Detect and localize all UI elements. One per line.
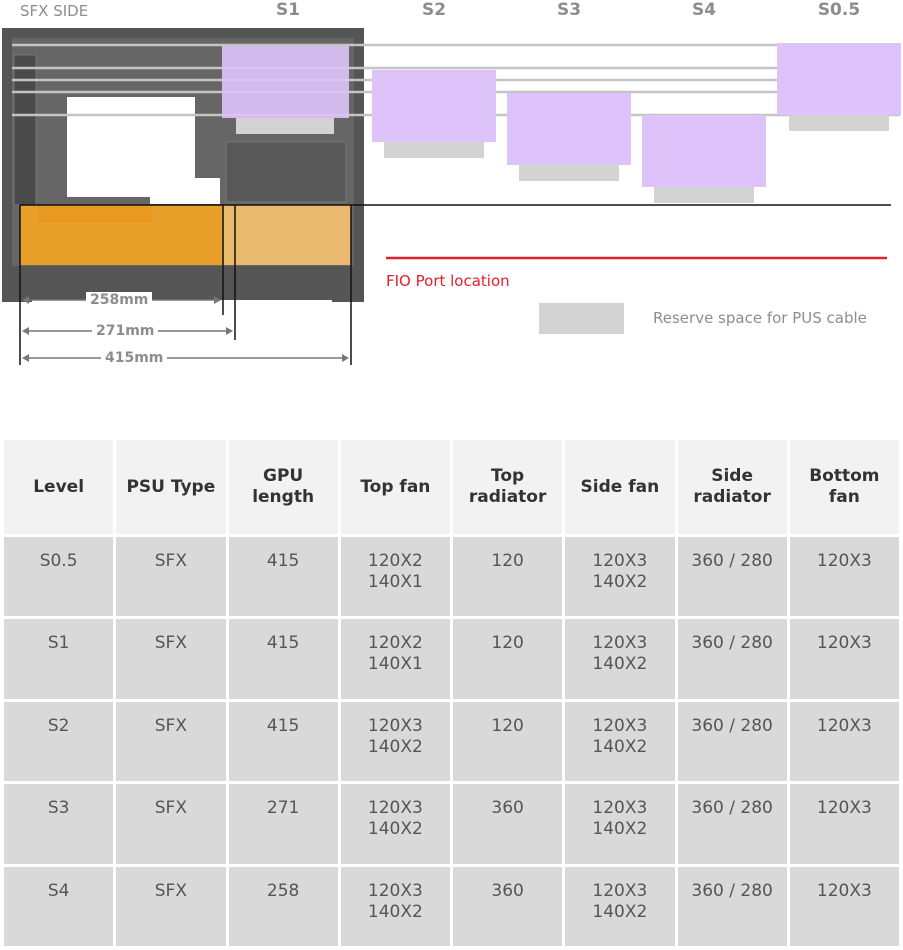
cell-level: S1 (4, 619, 114, 699)
cell-top-radiator: 120 (453, 701, 563, 782)
cell-top-radiator: 360 (453, 784, 563, 864)
reserve-s1 (236, 118, 334, 134)
cell-side-radiator: 360 / 280 (677, 784, 787, 864)
cell-bottom-fan: 120X3 (789, 701, 899, 782)
arrow-head (342, 354, 349, 362)
arrow-head (214, 296, 221, 304)
cell-top-radiator: 120 (453, 619, 563, 699)
radiator-s4 (642, 115, 766, 187)
case-vent (13, 54, 37, 206)
header-top-fan: Top fan (340, 440, 450, 534)
cell-gpu-length: 415 (228, 537, 338, 617)
cell-side-radiator: 360 / 280 (677, 619, 787, 699)
cell-top-radiator: 360 (453, 866, 563, 946)
level-header-s2: S2 (421, 0, 447, 20)
cell-gpu-length: 415 (228, 619, 338, 699)
radiator-s05 (777, 43, 901, 115)
reserve-s2 (384, 142, 484, 158)
cell-bottom-fan: 120X3 (789, 784, 899, 864)
case-foot (2, 266, 32, 302)
cell-gpu-length: 258 (228, 866, 338, 946)
case-foot (332, 266, 364, 302)
radiator-s1 (222, 46, 349, 118)
case-cutout (150, 178, 220, 204)
arrow-head (22, 296, 29, 304)
arrow-head (22, 327, 29, 335)
gpu-area-extended (224, 205, 351, 265)
header-side-fan: Side fan (565, 440, 675, 534)
cell-side-radiator: 360 / 280 (677, 701, 787, 782)
cell-gpu-length: 271 (228, 784, 338, 864)
motherboard-area (225, 141, 347, 203)
cell-psu-type: SFX (116, 866, 226, 946)
header-psu-type: PSU Type (116, 440, 226, 534)
sfx-side-label: SFX SIDE (20, 2, 89, 20)
cell-side-radiator: 360 / 280 (677, 866, 787, 946)
cell-bottom-fan: 120X3 (789, 537, 899, 617)
cell-level: S2 (4, 701, 114, 782)
cell-level: S3 (4, 784, 114, 864)
radiator-s2 (372, 70, 496, 142)
dimension-258: 258mm (86, 292, 153, 308)
level-header-s4: S4 (691, 0, 717, 20)
fio-port-label: FIO Port location (386, 272, 510, 290)
cell-bottom-fan: 120X3 (789, 866, 899, 946)
cell-psu-type: SFX (116, 537, 226, 617)
reserve-legend-label: Reserve space for PUS cable (653, 309, 867, 327)
cell-level: S4 (4, 866, 114, 946)
level-header-s3: S3 (556, 0, 582, 20)
radiator-s3 (507, 93, 631, 165)
cell-level: S0.5 (4, 537, 114, 617)
reserve-s05 (789, 115, 889, 131)
header-level: Level (4, 440, 114, 534)
dimension-271: 271mm (92, 323, 159, 339)
dimension-415: 415mm (101, 350, 168, 366)
reserve-legend-swatch (539, 303, 624, 334)
cell-bottom-fan: 120X3 (789, 619, 899, 699)
case-diagram (2, 28, 901, 365)
cell-psu-type: SFX (116, 619, 226, 699)
cell-gpu-length: 415 (228, 701, 338, 782)
arrow-head (22, 354, 29, 362)
cell-psu-type: SFX (116, 701, 226, 782)
cell-side-radiator: 360 / 280 (677, 537, 787, 617)
level-header-s1: S1 (275, 0, 301, 20)
reserve-s4 (654, 187, 754, 203)
cell-top-radiator: 120 (453, 537, 563, 617)
level-header-s05: S0.5 (817, 0, 861, 20)
gpu-top-slot (38, 205, 152, 223)
arrow-head (226, 327, 233, 335)
cell-psu-type: SFX (116, 784, 226, 864)
reserve-s3 (519, 165, 619, 181)
